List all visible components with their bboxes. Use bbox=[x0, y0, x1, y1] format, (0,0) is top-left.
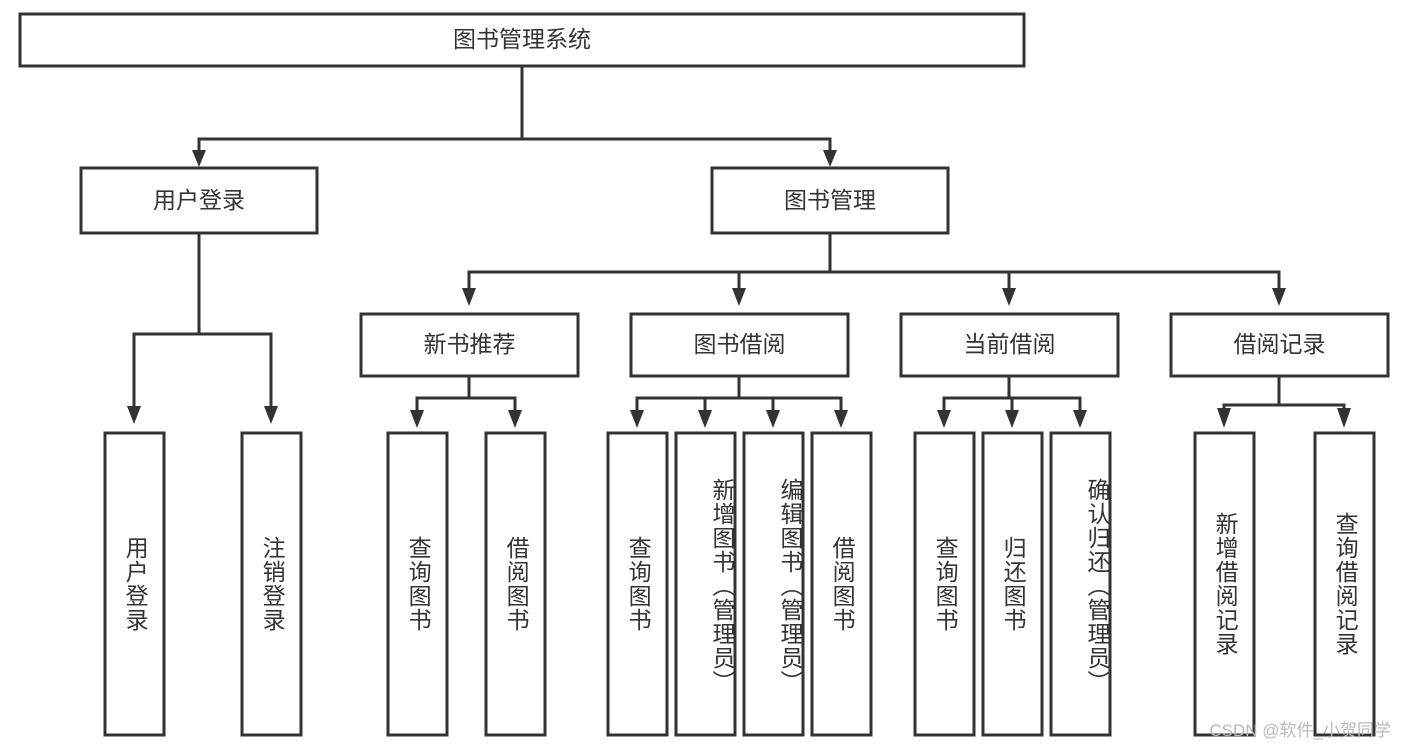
arrow-icon bbox=[1272, 288, 1286, 306]
node-box-leaf[interactable] bbox=[606, 431, 669, 737]
connector-new-book-to-leaves bbox=[410, 374, 522, 428]
arrow-icon bbox=[823, 150, 837, 167]
connector-user-login-to-leaves bbox=[127, 231, 278, 424]
node-box-leaf[interactable] bbox=[981, 431, 1044, 737]
arrow-icon bbox=[1337, 408, 1351, 428]
node-box-book-borrow[interactable] bbox=[629, 312, 850, 378]
connector-book-mgmt-to-level3 bbox=[462, 231, 1286, 306]
arrow-icon bbox=[1217, 408, 1231, 428]
connector-current-borrow-to-leaves bbox=[937, 374, 1087, 428]
node-box-leaf[interactable] bbox=[386, 431, 449, 737]
connector-book-borrow-to-leaves bbox=[630, 374, 848, 428]
node-box-book-mgmt[interactable] bbox=[710, 166, 950, 235]
arrow-icon bbox=[766, 410, 780, 428]
node-box-user-login[interactable] bbox=[79, 166, 319, 235]
node-box-leaf[interactable] bbox=[103, 431, 166, 737]
node-box-leaf[interactable] bbox=[240, 431, 303, 737]
arrow-icon bbox=[508, 410, 522, 428]
arrow-icon bbox=[1002, 288, 1016, 306]
node-box-leaf[interactable] bbox=[913, 431, 976, 737]
arrow-icon bbox=[1073, 410, 1087, 428]
arrow-icon bbox=[834, 410, 848, 428]
node-box-leaf[interactable] bbox=[810, 431, 873, 737]
node-box-borrow-record[interactable] bbox=[1169, 312, 1390, 378]
node-box-leaf[interactable] bbox=[1313, 431, 1376, 737]
arrow-icon bbox=[462, 288, 476, 306]
node-box-leaf[interactable] bbox=[1193, 431, 1256, 737]
arrow-icon bbox=[127, 406, 141, 424]
arrow-icon bbox=[264, 406, 278, 424]
arrow-icon bbox=[732, 288, 746, 306]
arrow-icon bbox=[698, 410, 712, 428]
node-box-leaf[interactable] bbox=[674, 431, 737, 737]
node-box-root[interactable] bbox=[18, 12, 1026, 68]
arrow-icon bbox=[630, 410, 644, 428]
connector-root-to-level2 bbox=[192, 64, 837, 167]
node-box-leaf[interactable] bbox=[484, 431, 547, 737]
connector-borrow-record-to-leaves bbox=[1217, 374, 1351, 428]
node-box-current-borrow[interactable] bbox=[899, 312, 1120, 378]
arrow-icon bbox=[1005, 410, 1019, 428]
arrow-icon bbox=[192, 150, 206, 167]
node-box-leaf[interactable] bbox=[742, 431, 805, 737]
arrow-icon bbox=[410, 410, 424, 428]
arrow-icon bbox=[937, 410, 951, 428]
node-box-new-book[interactable] bbox=[359, 312, 580, 378]
node-box-leaf[interactable] bbox=[1049, 431, 1112, 737]
